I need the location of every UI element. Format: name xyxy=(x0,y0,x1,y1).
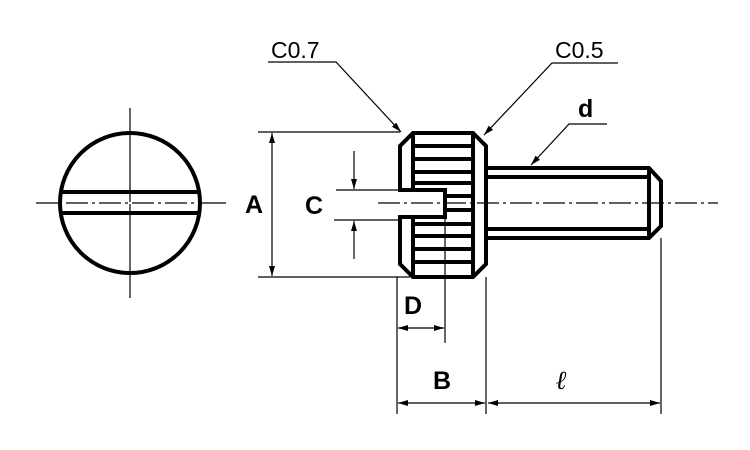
dimension-C: C xyxy=(305,151,400,259)
note-c05: C0.5 xyxy=(483,37,618,136)
dim-A-label: A xyxy=(245,191,263,219)
knurl-lines-bottom xyxy=(413,208,473,264)
chamfer-left-leader xyxy=(268,61,402,133)
shaft-outline xyxy=(486,166,663,240)
chamfer-right-leader xyxy=(483,62,618,136)
dimension-B: B xyxy=(398,277,487,414)
dim-B-label: B xyxy=(433,367,451,395)
dimension-A: A xyxy=(245,131,410,278)
note-d: d xyxy=(530,95,607,166)
chamfer-left-label: C0.7 xyxy=(271,37,320,63)
dim-l-label: ℓ xyxy=(556,366,567,396)
side-view xyxy=(378,131,718,279)
knurl-lines-top xyxy=(413,144,473,198)
thread-diameter-label: d xyxy=(578,95,593,123)
dim-D-label: D xyxy=(404,292,422,320)
end-view xyxy=(36,108,226,298)
chamfer-right-label: C0.5 xyxy=(555,37,604,63)
dimension-D: D xyxy=(396,217,446,414)
thread-diameter-leader xyxy=(530,123,607,166)
dim-C-label: C xyxy=(305,192,323,220)
dimension-l: ℓ xyxy=(488,238,662,414)
note-c07: C0.7 xyxy=(268,37,402,133)
head-outline-circle xyxy=(58,131,202,275)
